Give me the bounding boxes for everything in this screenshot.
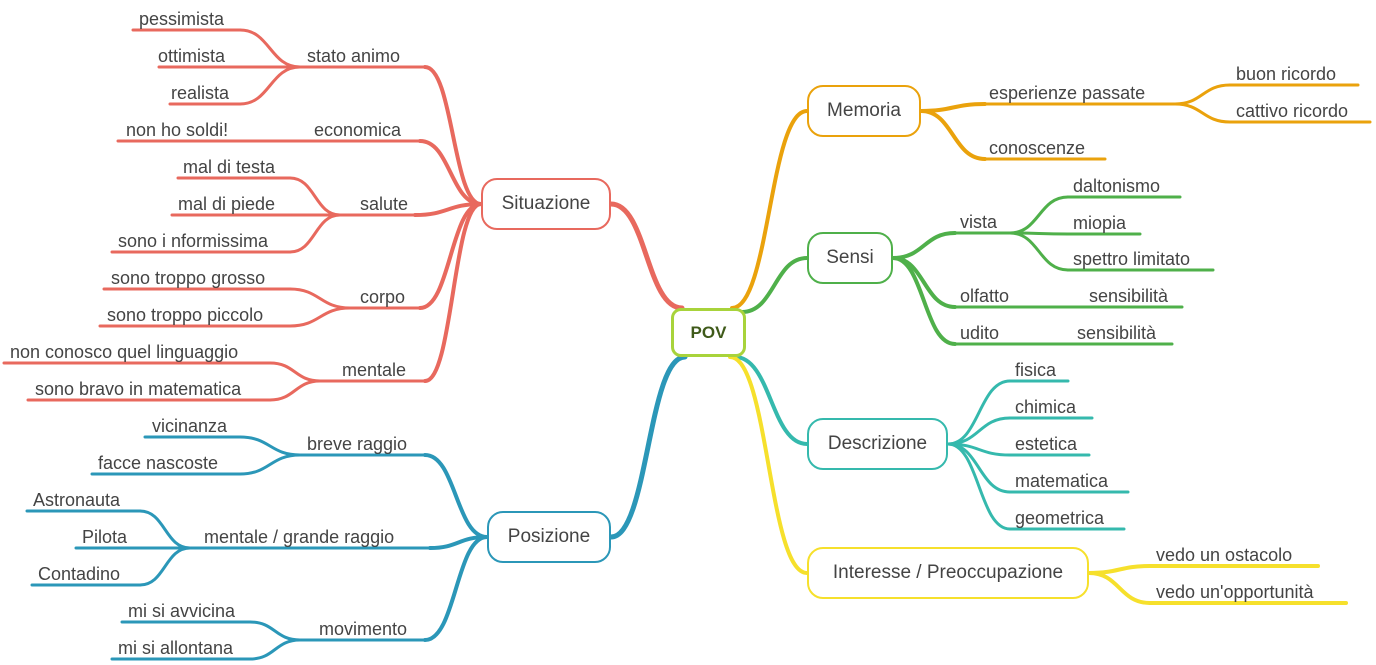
- leaf-buon-ricordo[interactable]: buon ricordo: [1236, 64, 1337, 84]
- link-vista: [891, 231, 957, 260]
- link-stato-animo: [423, 65, 483, 206]
- link-leaf: [268, 379, 322, 402]
- leaf-sono-bravo-matematica[interactable]: sono bravo in matematica: [35, 379, 242, 399]
- link-conoscenze: [919, 109, 987, 161]
- leaf-sono-i-nformissima[interactable]: sono i nformissima: [118, 231, 269, 251]
- link-center-sensi: [740, 256, 809, 314]
- leaf-non-ho-soldi[interactable]: non ho soldi!: [126, 120, 229, 140]
- leaf-spettro-limitato[interactable]: spettro limitato: [1073, 249, 1191, 269]
- subtopic-conoscenze[interactable]: conoscenze: [989, 138, 1086, 158]
- leaf-mal-di-piede[interactable]: mal di piede: [178, 194, 276, 214]
- link-leaf: [1008, 231, 1070, 272]
- link-leaf: [946, 379, 1012, 446]
- link-leaf: [248, 620, 302, 642]
- link-leaf: [288, 176, 342, 217]
- link-center-situazione: [608, 201, 685, 311]
- link-leaf: [138, 546, 192, 587]
- leaf-facce-nascoste[interactable]: facce nascoste: [98, 453, 219, 473]
- subtopic-olfatto[interactable]: olfatto: [960, 286, 1010, 306]
- topic-situazione[interactable]: Situazione: [481, 178, 611, 230]
- link-udito: [891, 256, 957, 346]
- leaf-pessimista[interactable]: pessimista: [139, 9, 225, 29]
- link-esperienze: [919, 102, 987, 113]
- link-leaf: [138, 509, 192, 550]
- topic-sensi[interactable]: Sensi: [807, 232, 893, 284]
- leaf-sono-troppo-piccolo[interactable]: sono troppo piccolo: [107, 305, 264, 325]
- subtopic-movimento[interactable]: movimento: [319, 619, 408, 639]
- leaf-non-conosco-linguaggio[interactable]: non conosco quel linguaggio: [10, 342, 239, 362]
- topic-descrizione[interactable]: Descrizione: [807, 418, 948, 470]
- link-leaf: [238, 28, 302, 69]
- subtopic-salute[interactable]: salute: [360, 194, 409, 214]
- leaf-vicinanza[interactable]: vicinanza: [152, 416, 228, 436]
- link-salute: [413, 202, 483, 217]
- link-leaf: [1008, 195, 1070, 235]
- topic-posizione[interactable]: Posizione: [487, 511, 611, 563]
- leaf-fisica[interactable]: fisica: [1015, 360, 1057, 380]
- link-leaf: [288, 287, 352, 310]
- link-leaf: [288, 213, 342, 254]
- leaf-vedo-un-ostacolo[interactable]: vedo un ostacolo: [1156, 545, 1293, 565]
- subtopic-stato-animo[interactable]: stato animo: [307, 46, 401, 66]
- leaf-olfatto-sensibilita[interactable]: sensibilità: [1089, 286, 1169, 306]
- leaf-udito-sensibilita[interactable]: sensibilità: [1077, 323, 1157, 343]
- subtopic-breve-raggio[interactable]: breve raggio: [307, 434, 408, 454]
- center-topic[interactable]: POV: [671, 308, 746, 357]
- link-leaf: [268, 361, 322, 383]
- link-center-posizione: [608, 354, 688, 540]
- link-center-memoria: [730, 109, 809, 310]
- link-leaf: [238, 453, 302, 476]
- link-leaf: [1173, 83, 1232, 106]
- subtopic-corpo[interactable]: corpo: [360, 287, 406, 307]
- subtopic-vista[interactable]: vista: [960, 212, 998, 232]
- link-center-descrizione: [733, 355, 809, 446]
- leaf-chimica[interactable]: chimica: [1015, 397, 1077, 417]
- topic-memoria[interactable]: Memoria: [807, 85, 921, 137]
- subtopic-udito[interactable]: udito: [960, 323, 1000, 343]
- leaf-contadino[interactable]: Contadino: [38, 564, 121, 584]
- leaf-pilota[interactable]: Pilota: [82, 527, 128, 547]
- link-leaf: [288, 306, 352, 328]
- leaf-geometrica[interactable]: geometrica: [1015, 508, 1105, 528]
- leaf-mal-di-testa[interactable]: mal di testa: [183, 157, 276, 177]
- leaf-estetica[interactable]: estetica: [1015, 434, 1078, 454]
- topic-interesse-preoccupazione[interactable]: Interesse / Preoccupazione: [807, 547, 1089, 599]
- link-economica: [418, 139, 483, 206]
- leaf-miopia[interactable]: miopia: [1073, 213, 1127, 233]
- link-leaf: [238, 65, 302, 106]
- link-leaf: [1087, 564, 1152, 575]
- subtopic-esperienze-passate[interactable]: esperienze passate: [989, 83, 1146, 103]
- leaf-daltonismo[interactable]: daltonismo: [1073, 176, 1161, 196]
- leaf-realista[interactable]: realista: [171, 83, 230, 103]
- link-leaf: [946, 442, 1012, 531]
- leaf-mi-si-allontana[interactable]: mi si allontana: [118, 638, 234, 658]
- leaf-matematica[interactable]: matematica: [1015, 471, 1109, 491]
- link-leaf: [1087, 571, 1152, 605]
- link-corpo: [418, 202, 483, 310]
- subtopic-mentale-grande-raggio[interactable]: mentale / grande raggio: [204, 527, 395, 547]
- link-breve-raggio: [423, 453, 489, 539]
- subtopic-mentale[interactable]: mentale: [342, 360, 407, 380]
- leaf-ottimista[interactable]: ottimista: [158, 46, 226, 66]
- link-leaf: [1173, 102, 1232, 124]
- link-leaf: [238, 435, 302, 457]
- link-leaf: [248, 638, 302, 661]
- link-movimento: [423, 535, 489, 642]
- leaf-vedo-un-opportunita[interactable]: vedo un'opportunità: [1156, 582, 1314, 602]
- link-mentale: [423, 202, 483, 383]
- leaf-cattivo-ricordo[interactable]: cattivo ricordo: [1236, 101, 1349, 121]
- leaf-mi-si-avvicina[interactable]: mi si avvicina: [128, 601, 236, 621]
- subtopic-economica[interactable]: economica: [314, 120, 402, 140]
- leaf-sono-troppo-grosso[interactable]: sono troppo grosso: [111, 268, 266, 288]
- link-center-interesse: [728, 355, 809, 575]
- leaf-astronauta[interactable]: Astronauta: [33, 490, 121, 510]
